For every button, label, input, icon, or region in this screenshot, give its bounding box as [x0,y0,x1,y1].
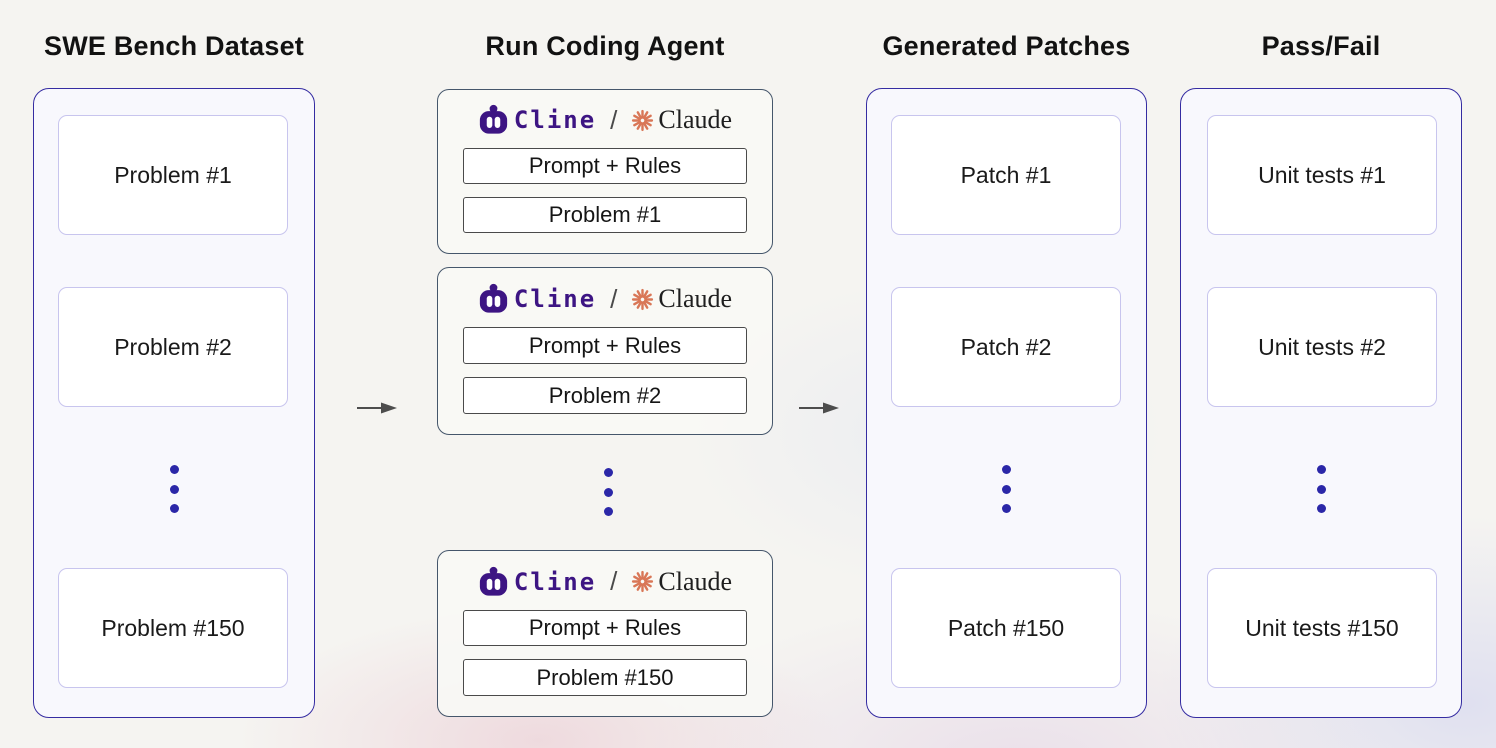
logo-separator: / [610,283,618,314]
cline-robot-icon [479,283,508,313]
ellipsis-dots-icon [604,468,613,516]
column-title-passfail: Pass/Fail [1261,31,1381,61]
dot [170,504,179,513]
ellipsis-dots-icon [1317,465,1326,513]
problem-input-box: Problem #150 [463,659,747,697]
dot [170,465,179,474]
unit-tests-box: Unit tests #2 [1207,287,1437,407]
unit-tests-box: Unit tests #1 [1207,115,1437,235]
prompt-rules-box: Prompt + Rules [463,327,747,364]
patch-box: Patch #150 [891,568,1121,688]
agent-logo-row: Cline / Claude [478,101,732,140]
agent-card: Cline / Claude [437,89,773,254]
dot [604,487,613,497]
prompt-rules-box: Prompt + Rules [463,147,747,184]
dot [170,484,179,494]
cline-wordmark: Cline [513,567,597,596]
cline-robot-icon [479,105,508,135]
agent-card: Cline / Claude [437,267,773,435]
panel-swe-dataset: Problem #1 Problem #2 Problem #150 [33,88,315,718]
patch-box: Patch #1 [891,115,1121,235]
agent-card: Cline / Claude [437,550,773,717]
problem-input-box: Problem #1 [463,196,747,233]
dot [1002,465,1011,474]
dot [604,507,613,516]
problem-box: Problem #2 [58,287,288,407]
dot [1002,504,1011,513]
dot [1002,484,1011,494]
panel-pass-fail: Unit tests #1 Unit tests #2 Unit tests #… [1180,88,1462,718]
cline-robot-icon [479,566,508,596]
arrow-right-icon [357,402,397,414]
claude-starburst-icon [632,288,654,310]
logo-separator: / [610,566,618,597]
claude-starburst-icon [632,109,654,132]
ellipsis-dots-icon [1002,465,1011,513]
problem-input-box: Problem #2 [463,377,747,414]
logo-separator: / [610,104,618,135]
claude-wordmark: Claude [658,105,733,135]
dot [604,468,613,477]
arrow-right-icon [799,402,839,414]
problem-box: Problem #1 [58,115,288,235]
claude-wordmark: Claude [658,566,733,596]
cline-wordmark: Cline [513,106,597,135]
column-title-agent: Run Coding Agent [485,31,725,61]
patch-box: Patch #2 [891,287,1121,407]
unit-tests-box: Unit tests #150 [1207,568,1437,688]
prompt-rules-box: Prompt + Rules [463,609,747,647]
claude-starburst-icon [632,571,654,593]
dot [1317,504,1326,513]
column-title-dataset: SWE Bench Dataset [44,31,304,61]
claude-wordmark: Claude [658,284,733,313]
agent-logo-row: Cline / Claude [478,562,732,602]
dot [1317,465,1326,474]
cline-wordmark: Cline [513,285,597,313]
agent-logo-row: Cline / Claude [478,279,732,319]
problem-box: Problem #150 [58,568,288,688]
ellipsis-dots-icon [170,465,179,513]
column-title-patches: Generated Patches [882,31,1131,61]
panel-generated-patches: Patch #1 Patch #2 Patch #150 [866,88,1147,718]
dot [1317,484,1326,494]
